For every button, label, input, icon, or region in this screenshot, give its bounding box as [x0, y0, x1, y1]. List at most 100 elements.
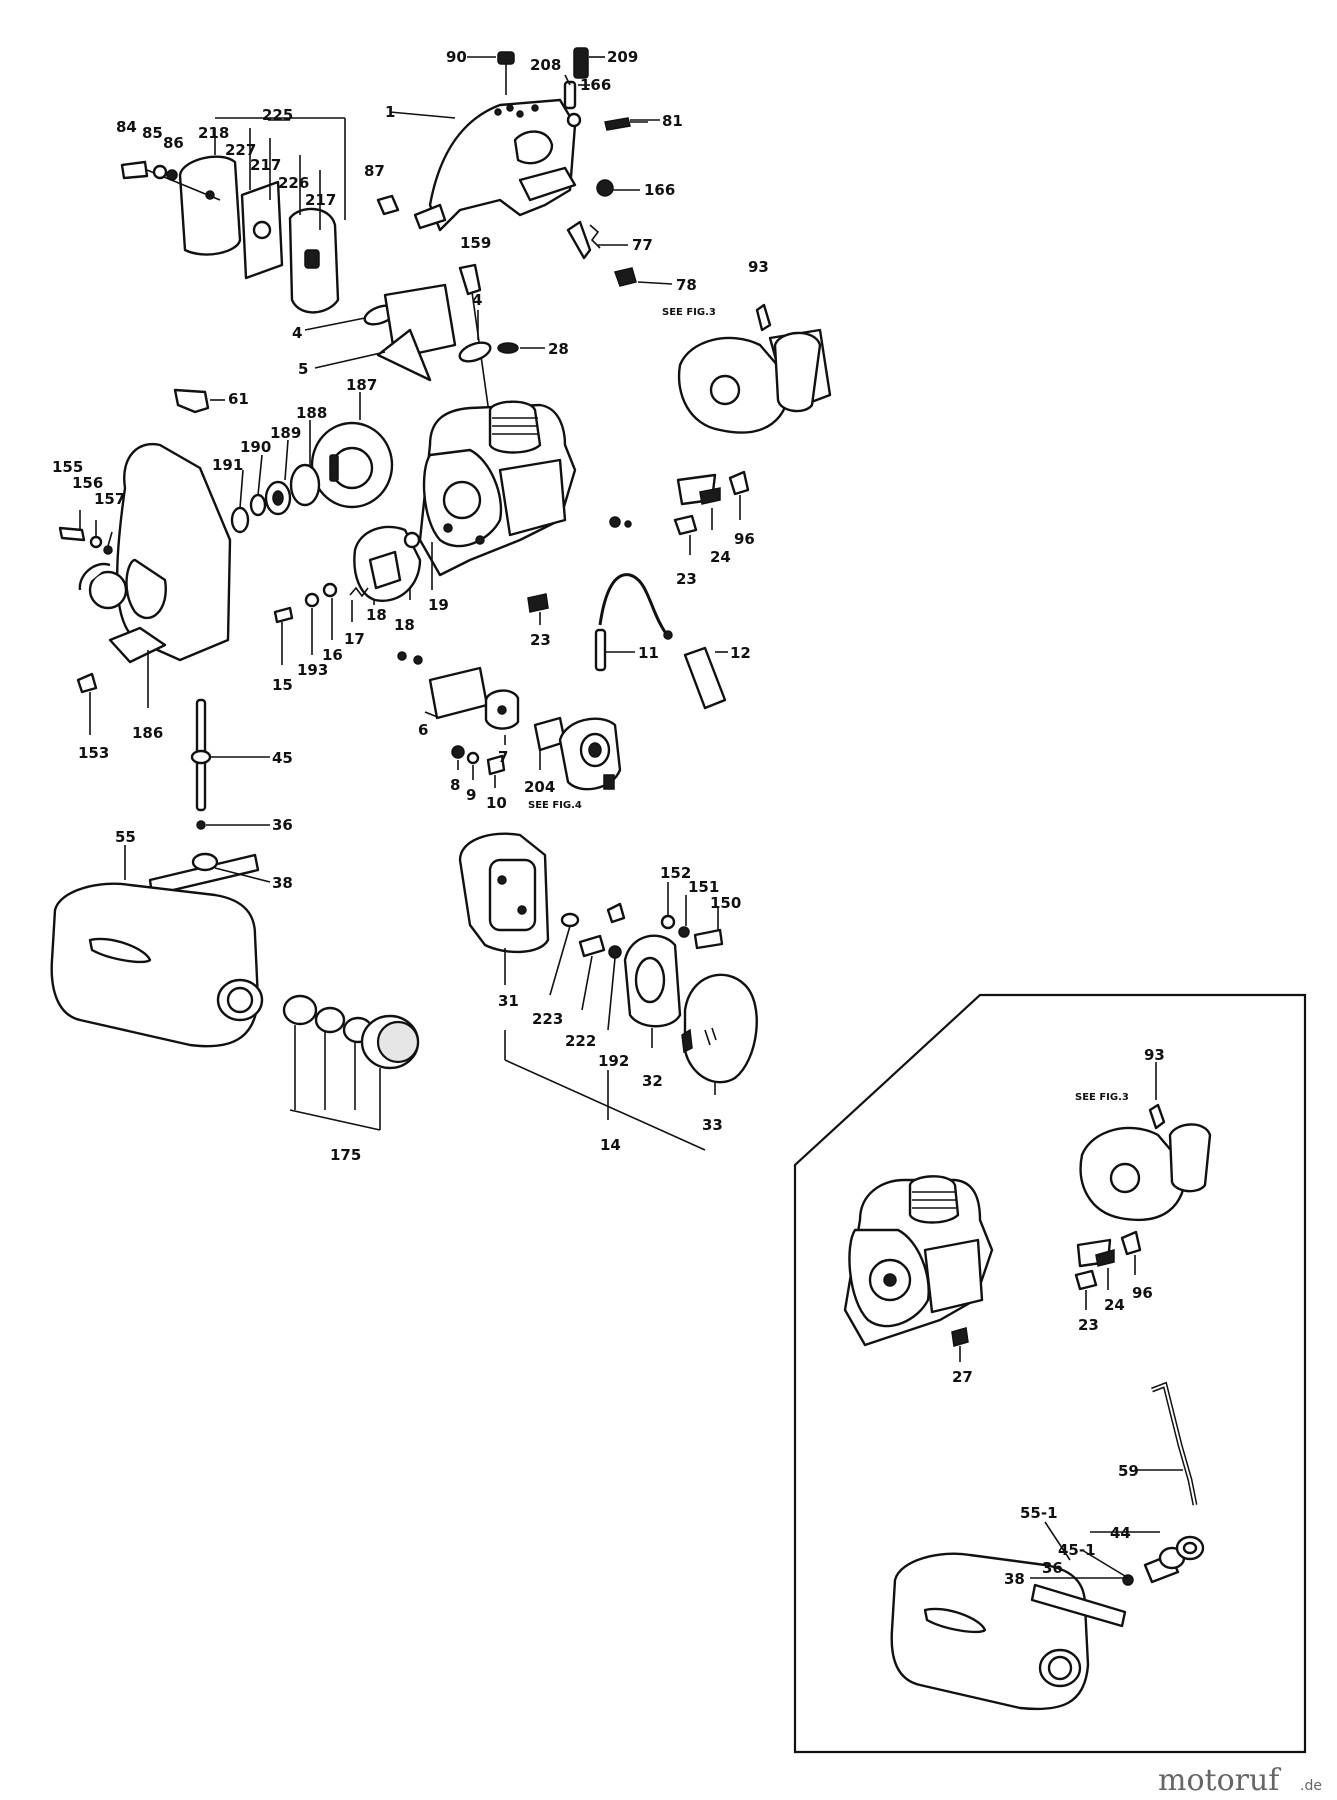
label-81: 81: [662, 112, 683, 130]
washer-85: [152, 164, 168, 180]
label-33: 33: [702, 1116, 723, 1134]
inset-screw-96: [1120, 1230, 1142, 1256]
bolt-a: [609, 516, 632, 528]
label-166-top: 166: [580, 76, 611, 94]
washer-193: [304, 592, 320, 608]
pin-208: [563, 80, 577, 110]
part-labels: 90 208 209 166 1 81 225 84 85 86 218 227…: [52, 48, 1165, 1588]
label-187: 187: [346, 376, 377, 394]
label-45: 45: [272, 749, 293, 767]
label-36-inset: 36: [1042, 1559, 1063, 1577]
fuel-tank-55: [50, 882, 260, 1048]
label-227: 227: [225, 141, 256, 159]
label-217-b: 217: [305, 191, 336, 209]
label-192: 192: [598, 1052, 629, 1070]
muffler-cover-218: [178, 155, 242, 256]
screw-10: [486, 754, 506, 776]
see-fig4-label: SEE FIG.4: [528, 800, 582, 811]
label-55: 55: [115, 828, 136, 846]
label-190: 190: [240, 438, 271, 456]
label-4-left: 4: [292, 324, 302, 342]
label-90: 90: [446, 48, 467, 66]
inset-ignition-24: [1076, 1238, 1115, 1268]
cap-assembly-175: [282, 994, 420, 1070]
label-186: 186: [132, 724, 163, 742]
washer-151: [678, 926, 690, 938]
clip-61: [173, 388, 210, 414]
leader-lines: [79, 56, 1183, 1579]
label-175: 175: [330, 1146, 361, 1164]
screw-150: [693, 928, 724, 950]
watermark-logo: motoruf .de: [1158, 1763, 1322, 1798]
label-155: 155: [52, 458, 83, 476]
label-193: 193: [297, 661, 328, 679]
ring-190: [249, 493, 267, 517]
heat-shield-5: [376, 283, 457, 382]
label-86: 86: [163, 134, 184, 152]
washer-16: [322, 582, 338, 598]
label-5: 5: [298, 360, 308, 378]
label-32: 32: [642, 1072, 663, 1090]
label-223: 223: [532, 1010, 563, 1028]
spacer-23-right: [673, 514, 698, 536]
inset-starter-housing: [1079, 1123, 1212, 1222]
label-93-inset: 93: [1144, 1046, 1165, 1064]
label-27-inset: 27: [952, 1368, 973, 1386]
ignition-bracket-24: [676, 473, 721, 506]
label-59-inset: 59: [1118, 1462, 1139, 1480]
gasket-4-right: [458, 341, 492, 363]
label-38-inset: 38: [1004, 1570, 1025, 1588]
spring-77: [566, 220, 601, 260]
label-189: 189: [270, 424, 301, 442]
label-78: 78: [676, 276, 697, 294]
inset-tube-59: [1151, 1381, 1198, 1506]
label-10: 10: [486, 794, 507, 812]
nut-166-top: [566, 112, 582, 128]
inset-ring-44: [1175, 1535, 1205, 1561]
tube-12: [683, 646, 727, 710]
inset-frame: [793, 993, 1307, 1754]
spark-plug-boot-209: [573, 47, 589, 79]
muffler-plate-227: [240, 180, 284, 280]
screw-78: [614, 267, 637, 287]
screw-87: [376, 194, 400, 216]
inset-spacer-23: [1074, 1269, 1098, 1291]
watermark-main: motoruf: [1158, 1763, 1281, 1798]
engine-block: [418, 400, 577, 577]
label-9: 9: [466, 786, 476, 804]
label-150: 150: [710, 894, 741, 912]
label-87: 87: [364, 162, 385, 180]
bracket-186: [108, 626, 167, 664]
label-18-a: 18: [394, 616, 415, 634]
filter-element-32: [623, 934, 682, 1028]
screw-81: [604, 117, 648, 131]
washer-157: [103, 545, 113, 555]
fuel-cap-neck: [216, 978, 264, 1022]
label-23-right: 23: [676, 570, 697, 588]
label-7: 7: [498, 748, 508, 766]
washer-28: [497, 342, 519, 354]
label-4-right: 4: [472, 291, 482, 309]
label-38: 38: [272, 874, 293, 892]
washer-19: [403, 531, 421, 549]
inset-screw-93: [1148, 1103, 1166, 1130]
washer-86: [166, 169, 178, 181]
label-96: 96: [734, 530, 755, 548]
inset-fuel-tank-55-1: [890, 1552, 1090, 1711]
washer-9: [466, 751, 480, 765]
bolt-15: [273, 606, 294, 624]
screw-155: [58, 526, 86, 542]
label-166-right: 166: [644, 181, 675, 199]
label-44-inset: 44: [1110, 1524, 1131, 1542]
label-153: 153: [78, 744, 109, 762]
label-55-1-inset: 55-1: [1020, 1504, 1058, 1522]
see-fig3-label: SEE FIG.3: [662, 307, 716, 318]
washer-152: [660, 914, 676, 930]
label-31: 31: [498, 992, 519, 1010]
label-84: 84: [116, 118, 137, 136]
see-fig3-inset-label: SEE FIG.3: [1075, 1092, 1129, 1103]
label-93: 93: [748, 258, 769, 276]
spacer-23-lower: [527, 593, 549, 613]
air-filter-base-31: [458, 832, 550, 954]
